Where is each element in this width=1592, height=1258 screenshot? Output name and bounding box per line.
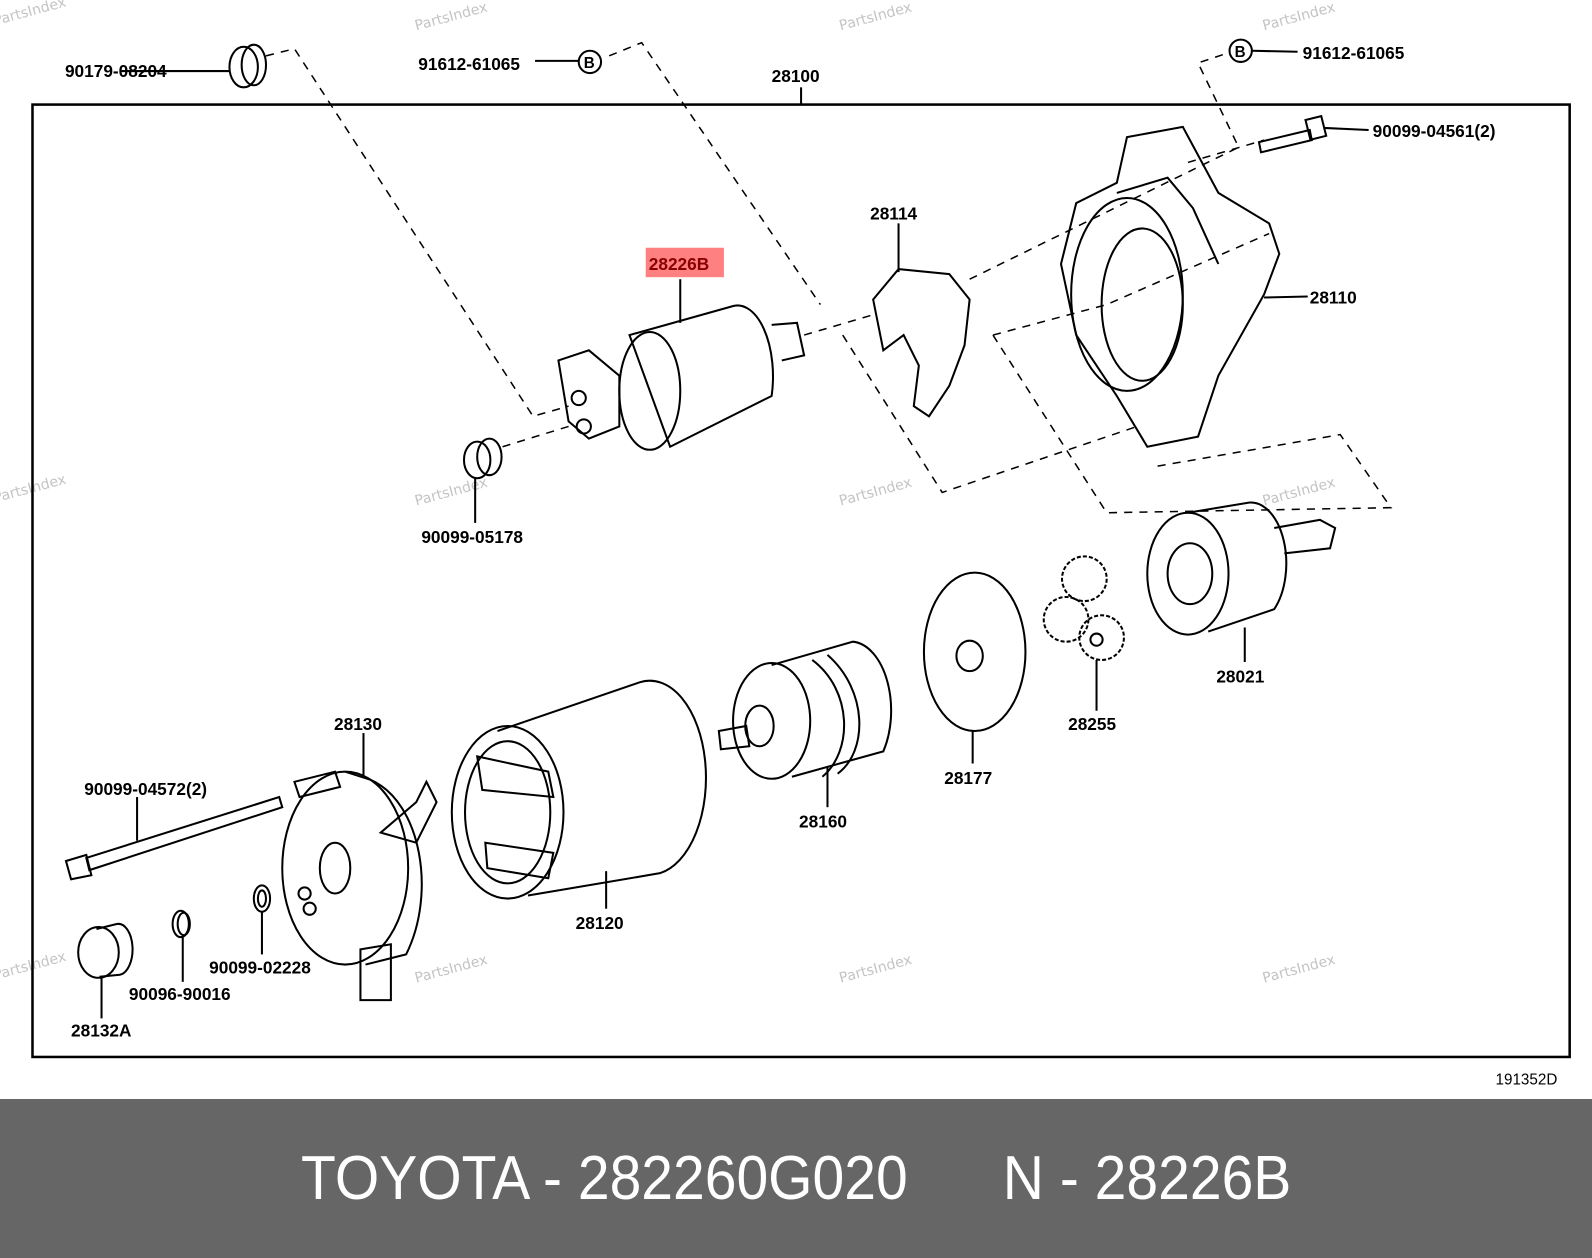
svg-text:B: B xyxy=(1235,44,1246,61)
part-28110[interactable] xyxy=(1059,125,1308,448)
bolt-marker-right: B xyxy=(1228,38,1298,63)
label-90099-05178[interactable]: 90099-05178 xyxy=(421,527,523,547)
part-28130[interactable] xyxy=(281,733,438,1002)
label-28021[interactable]: 28021 xyxy=(1216,666,1264,686)
part-28114[interactable] xyxy=(872,223,971,418)
watermark: PartsIndex xyxy=(838,0,914,34)
label-28132A[interactable]: 28132A xyxy=(71,1021,131,1041)
part-90179-08204[interactable] xyxy=(119,43,268,89)
part-28255[interactable] xyxy=(1042,555,1125,711)
assembly-frame xyxy=(31,103,1571,1059)
watermark: PartsIndex xyxy=(0,0,68,29)
watermarks: PartsIndex PartsIndex PartsIndex PartsIn… xyxy=(0,0,1337,987)
svg-text:B: B xyxy=(584,55,595,72)
label-90096-90016[interactable]: 90096-90016 xyxy=(129,984,231,1004)
label-28177[interactable]: 28177 xyxy=(944,768,992,788)
part-28226B[interactable] xyxy=(557,279,806,451)
drawing-code: 191352D xyxy=(1496,1071,1558,1088)
label-28160[interactable]: 28160 xyxy=(799,811,847,831)
bolt-marker-left: B xyxy=(535,49,603,75)
part-28132A[interactable] xyxy=(77,922,134,1019)
footer-part-number: TOYOTA - 282260G020 N - 28226B xyxy=(300,1144,1292,1213)
watermark: PartsIndex xyxy=(1261,0,1337,34)
label-28110[interactable]: 28110 xyxy=(1310,288,1357,308)
part-28160[interactable] xyxy=(717,640,893,808)
highlight-box xyxy=(645,247,724,278)
label-90099-04561[interactable]: 90099-04561(2) xyxy=(1373,121,1496,141)
watermark: PartsIndex xyxy=(1261,475,1337,510)
part-28021[interactable] xyxy=(1146,501,1337,662)
label-91612-61065-right[interactable]: 91612-61065 xyxy=(1303,43,1405,63)
label-90099-04572[interactable]: 90099-04572(2) xyxy=(84,779,207,799)
label-91612-61065-left[interactable]: 91612-61065 xyxy=(418,54,520,74)
part-28120[interactable] xyxy=(450,679,707,909)
watermark: PartsIndex xyxy=(0,949,68,984)
watermark: PartsIndex xyxy=(1261,952,1337,987)
part-90099-04572[interactable] xyxy=(64,795,284,881)
watermark: PartsIndex xyxy=(0,472,68,507)
part-28177[interactable] xyxy=(922,571,1027,764)
watermark: PartsIndex xyxy=(413,952,489,987)
label-90179-08204[interactable]: 90179-08204 xyxy=(65,61,167,81)
watermark: PartsIndex xyxy=(413,0,489,34)
footer-banner: TOYOTA - 282260G020 N - 28226B xyxy=(0,1099,1592,1258)
part-90099-05178[interactable] xyxy=(462,437,503,523)
label-90099-02228[interactable]: 90099-02228 xyxy=(209,958,311,978)
part-90099-04561[interactable] xyxy=(1257,114,1369,154)
watermark: PartsIndex xyxy=(838,475,914,510)
label-28100[interactable]: 28100 xyxy=(772,66,820,86)
part-90099-02228[interactable] xyxy=(252,884,272,955)
label-28120[interactable]: 28120 xyxy=(576,913,624,933)
label-28255[interactable]: 28255 xyxy=(1068,714,1116,734)
watermark: PartsIndex xyxy=(838,952,914,987)
part-90096-90016[interactable] xyxy=(171,909,191,982)
watermark: PartsIndex xyxy=(413,475,489,510)
label-28130[interactable]: 28130 xyxy=(334,714,382,734)
label-28226B[interactable]: 28226B xyxy=(649,254,709,274)
label-28114[interactable]: 28114 xyxy=(870,203,917,223)
